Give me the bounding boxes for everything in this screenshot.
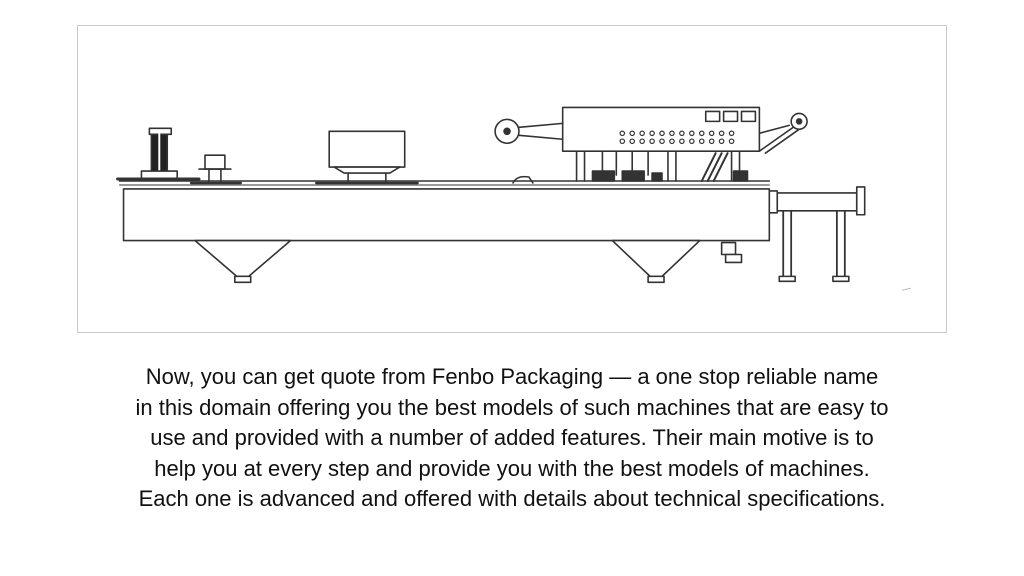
sealing-station [494, 106, 808, 182]
caption-line: help you at every step and provide you w… [154, 455, 870, 481]
packaging-machine-diagram-icon [116, 106, 911, 291]
caption-line: in this domain offering you the best mod… [135, 394, 889, 420]
cup-dropper-tower [116, 127, 201, 181]
conveyor-bed [122, 188, 771, 242]
filler-module [189, 154, 243, 185]
caption-line: use and provided with a number of added … [150, 425, 874, 450]
caption-line: Each one is advanced and offered with de… [138, 486, 886, 511]
caption-line: Now, you can get quote from Fenbo Packag… [145, 364, 879, 389]
description-paragraph: Now, you can get quote from Fenbo Packag… [20, 362, 1004, 515]
hopper-unit [315, 130, 419, 185]
outfeed-stand [768, 186, 866, 283]
cap-part [512, 175, 534, 184]
machine-diagram-figure [77, 25, 947, 333]
support-legs [194, 239, 743, 284]
